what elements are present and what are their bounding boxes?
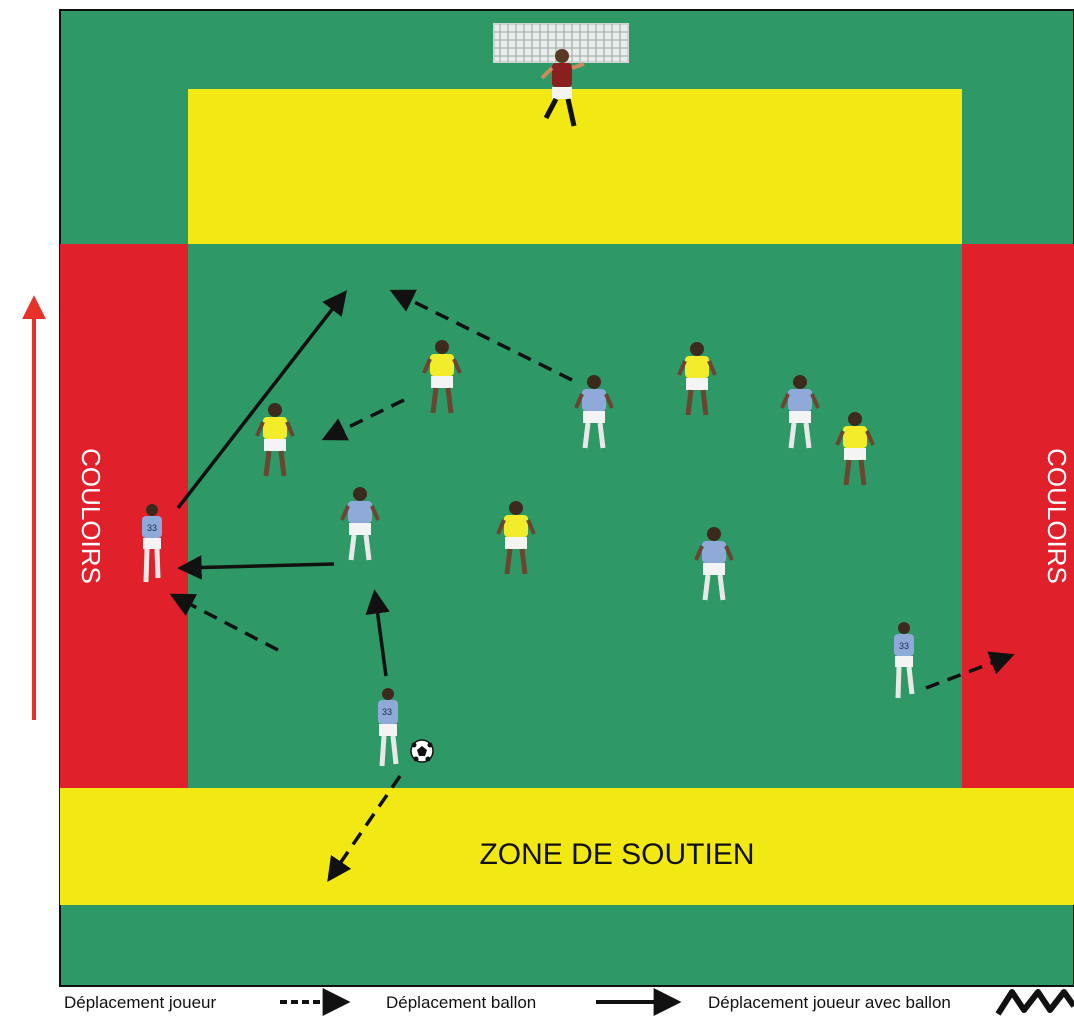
left-channel-label: COULOIRS [76, 448, 106, 584]
legend-player-move: Déplacement joueur [64, 993, 216, 1013]
soccer-ball [411, 740, 433, 762]
top-yellow-zone [188, 89, 962, 244]
right-channel-label: COULOIRS [1042, 448, 1072, 584]
shirt-number: 33 [382, 707, 392, 717]
legend-dribble-move: Déplacement joueur avec ballon [708, 993, 951, 1013]
shirt-number: 33 [147, 523, 157, 533]
shirt-number: 33 [899, 641, 909, 651]
support-zone-label: ZONE DE SOUTIEN [479, 838, 754, 871]
legend-ball-move: Déplacement ballon [386, 993, 536, 1013]
legend: Déplacement joueur Déplacement ballon Dé… [60, 986, 1074, 1018]
